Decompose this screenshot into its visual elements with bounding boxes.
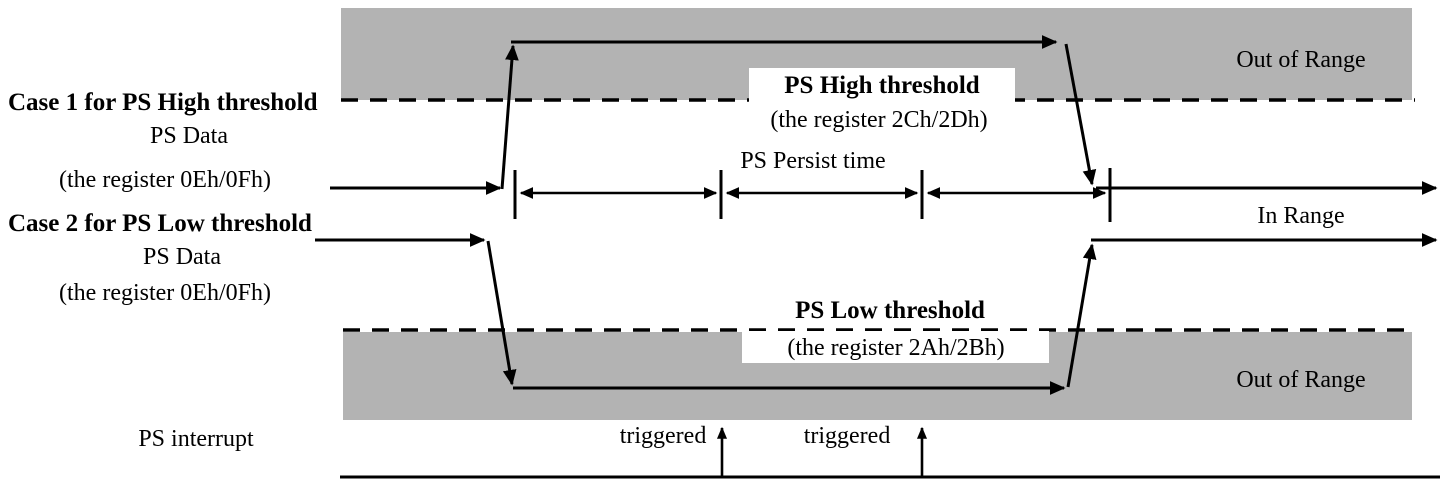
case1-title-label: Case 1 for PS High threshold <box>8 89 318 116</box>
triggered-first-label: triggered <box>620 423 707 449</box>
ps-low-threshold-label-bg <box>742 331 1049 363</box>
ps-high-threshold-label: PS High threshold <box>784 72 980 99</box>
out-of-range-bottom-label: Out of Range <box>1236 367 1365 393</box>
in-range-label: In Range <box>1257 203 1344 229</box>
case1-rising-edge <box>500 44 519 190</box>
persist-time-label: PS Persist time <box>740 148 885 174</box>
triggered-second-label: triggered <box>804 423 891 449</box>
ps-low-threshold-label: PS Low threshold <box>795 297 985 324</box>
ps-interrupt-label: PS interrupt <box>138 426 254 452</box>
case1-data-label: PS Data <box>150 123 228 149</box>
ps-high-threshold-label-bg <box>749 68 1015 102</box>
ps-high-register-label: (the register 2Ch/2Dh) <box>770 107 987 133</box>
case2-title-label: Case 2 for PS Low threshold <box>8 210 312 237</box>
ps-low-register-label: (the register 2Ah/2Bh) <box>787 335 1004 361</box>
case1-falling-edge <box>1064 43 1097 186</box>
case2-falling-edge <box>486 240 517 386</box>
case2-data-label: PS Data <box>143 244 221 270</box>
case2-rising-edge <box>1066 243 1097 388</box>
out-of-range-top-label: Out of Range <box>1236 47 1365 73</box>
case2-register-label: (the register 0Eh/0Fh) <box>59 280 271 306</box>
case1-register-label: (the register 0Eh/0Fh) <box>59 167 271 193</box>
